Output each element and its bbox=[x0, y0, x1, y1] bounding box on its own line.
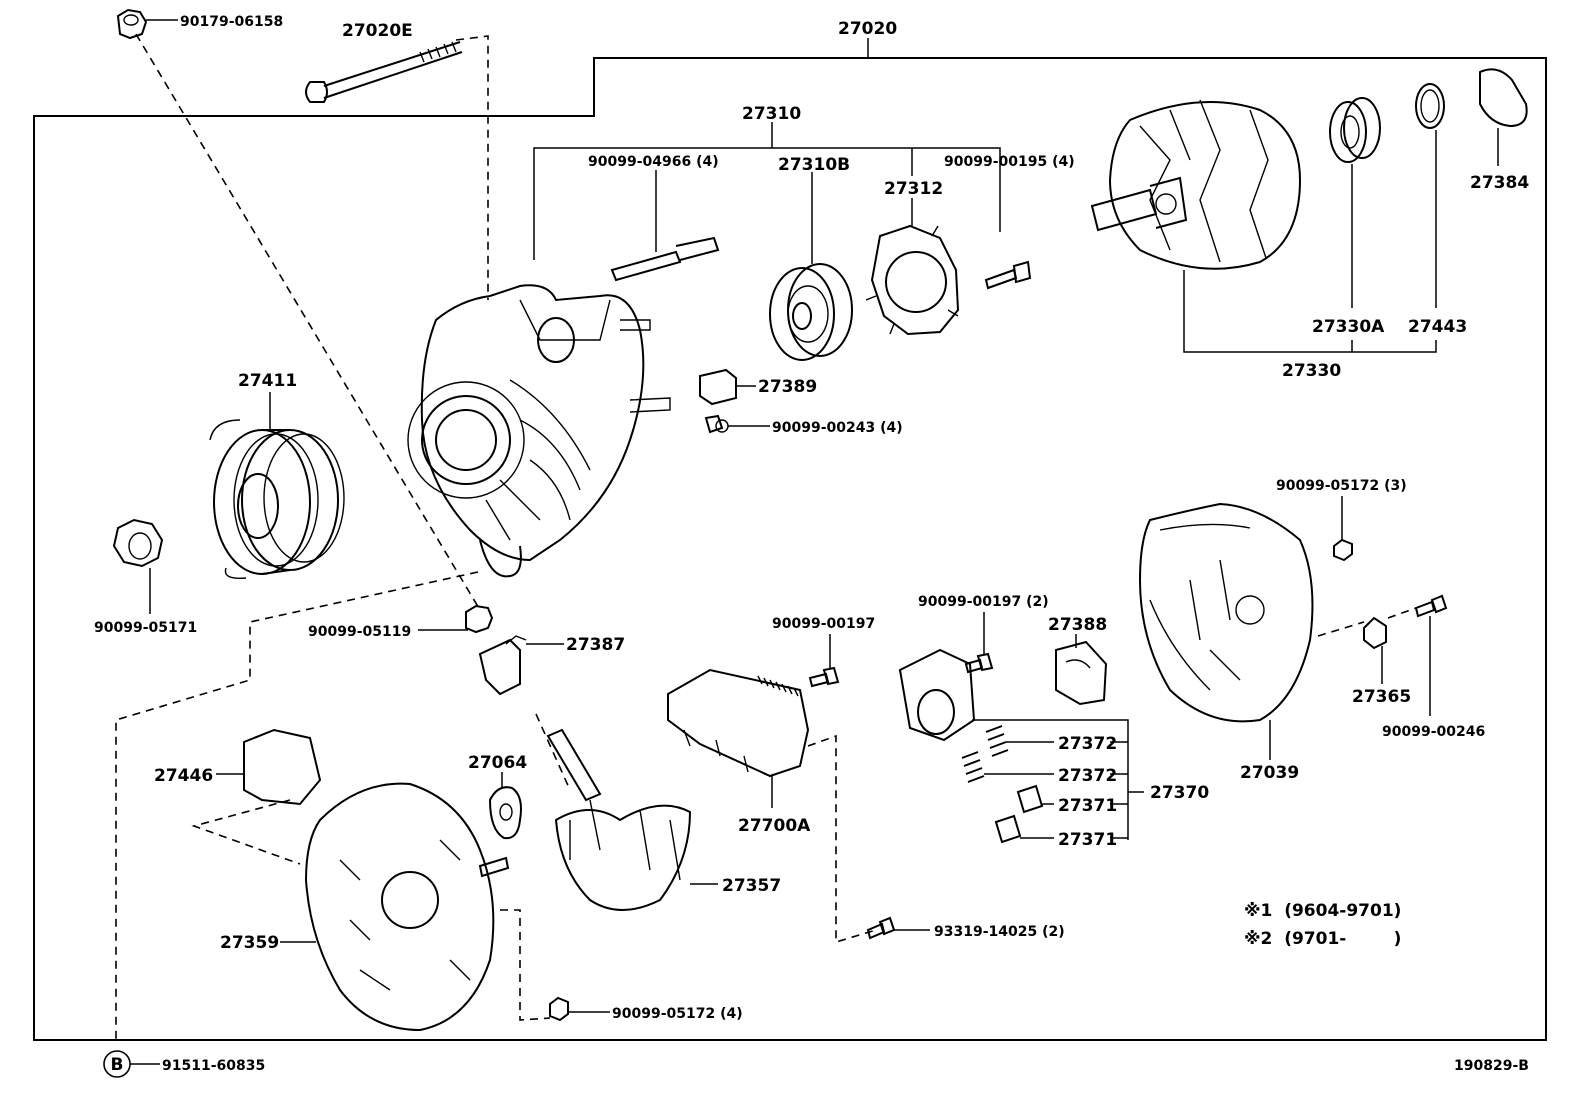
label-27359: 27359 bbox=[220, 933, 279, 953]
label-27388: 27388 bbox=[1048, 615, 1107, 635]
brush-icon bbox=[1016, 784, 1044, 814]
label-90099-00243: 90099-00243 (4) bbox=[772, 420, 903, 436]
nut-icon bbox=[549, 996, 569, 1022]
bearing-icon bbox=[769, 263, 853, 361]
retainer-plate-icon bbox=[865, 224, 960, 336]
nut-icon bbox=[1333, 538, 1353, 562]
rotor-icon bbox=[1090, 99, 1302, 270]
note-1: ※1 (9604-9701) bbox=[1244, 901, 1401, 921]
label-90099-05172-4: 90099-05172 (4) bbox=[612, 1006, 743, 1022]
terminal-connector-icon bbox=[699, 368, 737, 406]
label-90099-00246: 90099-00246 bbox=[1382, 724, 1485, 740]
note-2: ※2 (9701- ) bbox=[1244, 929, 1401, 949]
label-27020E: 27020E bbox=[342, 21, 413, 41]
label-27039: 27039 bbox=[1240, 763, 1299, 783]
label-91511-60835: 91511-60835 bbox=[162, 1058, 265, 1074]
label-27020: 27020 bbox=[838, 19, 897, 39]
circle-b-letter: B bbox=[111, 1055, 124, 1075]
label-27411: 27411 bbox=[238, 371, 297, 391]
label-27372-a: 27372 bbox=[1058, 734, 1117, 754]
label-27330: 27330 bbox=[1282, 361, 1341, 381]
bolt-icon bbox=[305, 41, 463, 103]
terminal-bolt-icon bbox=[478, 635, 527, 696]
brush-icon bbox=[994, 814, 1022, 844]
label-27064: 27064 bbox=[468, 753, 527, 773]
label-27387: 27387 bbox=[566, 635, 625, 655]
label-27310: 27310 bbox=[742, 104, 801, 124]
label-93319-14025: 93319-14025 (2) bbox=[934, 924, 1065, 940]
stud-bolt-icon bbox=[610, 236, 720, 282]
regulator-icon bbox=[667, 668, 810, 778]
label-90099-05171: 90099-05171 bbox=[94, 620, 197, 636]
bolt-icon bbox=[1414, 594, 1448, 618]
screw-icon bbox=[808, 666, 840, 688]
screw-icon bbox=[964, 652, 994, 674]
brush-holder-icon bbox=[546, 728, 692, 911]
spring-icon bbox=[985, 725, 1009, 757]
flange-nut-icon bbox=[465, 604, 494, 634]
rear-end-frame-icon bbox=[304, 782, 510, 1032]
label-90099-00195: 90099-00195 (4) bbox=[944, 154, 1075, 170]
label-90099-04966: 90099-04966 (4) bbox=[588, 154, 719, 170]
label-90099-05172-3: 90099-05172 (3) bbox=[1276, 478, 1407, 494]
label-27310B: 27310B bbox=[778, 155, 850, 175]
spring-icon bbox=[961, 751, 985, 783]
label-27357: 27357 bbox=[722, 876, 781, 896]
flange-nut-icon bbox=[116, 8, 148, 40]
terminal-insulator-icon bbox=[1363, 616, 1387, 650]
pulley-icon bbox=[209, 419, 345, 579]
assembly-boundary bbox=[33, 57, 1547, 1041]
label-27372-b: 27372 bbox=[1058, 766, 1117, 786]
alternator-housing-icon bbox=[407, 284, 671, 578]
rear-cover-icon bbox=[1138, 502, 1314, 723]
label-27443: 27443 bbox=[1408, 317, 1467, 337]
insulator-icon bbox=[1479, 68, 1528, 128]
diagram-id: 190829-B bbox=[1454, 1058, 1529, 1074]
label-27365: 27365 bbox=[1352, 687, 1411, 707]
label-27446: 27446 bbox=[154, 766, 213, 786]
label-90179-06158: 90179-06158 bbox=[180, 14, 283, 30]
label-27384: 27384 bbox=[1470, 173, 1529, 193]
label-27700A: 27700A bbox=[738, 816, 811, 836]
screw-icon bbox=[984, 260, 1032, 290]
label-90099-00197: 90099-00197 bbox=[772, 616, 875, 632]
cover-ring-icon bbox=[1415, 83, 1445, 129]
label-90099-05119: 90099-05119 bbox=[308, 624, 411, 640]
brush-cover-icon bbox=[1055, 640, 1108, 706]
washer-icon bbox=[488, 786, 522, 840]
label-27370: 27370 bbox=[1150, 783, 1209, 803]
insulator-icon bbox=[243, 728, 322, 806]
circle-b-icon: B bbox=[103, 1050, 131, 1078]
label-27312: 27312 bbox=[884, 179, 943, 199]
label-27371-b: 27371 bbox=[1058, 830, 1117, 850]
bearing-icon bbox=[1329, 97, 1381, 163]
brush-holder-set-icon bbox=[898, 648, 976, 742]
screw-icon bbox=[866, 916, 896, 940]
label-27330A: 27330A bbox=[1312, 317, 1385, 337]
label-27389: 27389 bbox=[758, 377, 817, 397]
hex-nut-icon bbox=[112, 518, 164, 568]
screw-icon bbox=[704, 414, 729, 434]
label-27371-a: 27371 bbox=[1058, 796, 1117, 816]
label-90099-00197-2: 90099-00197 (2) bbox=[918, 594, 1049, 610]
